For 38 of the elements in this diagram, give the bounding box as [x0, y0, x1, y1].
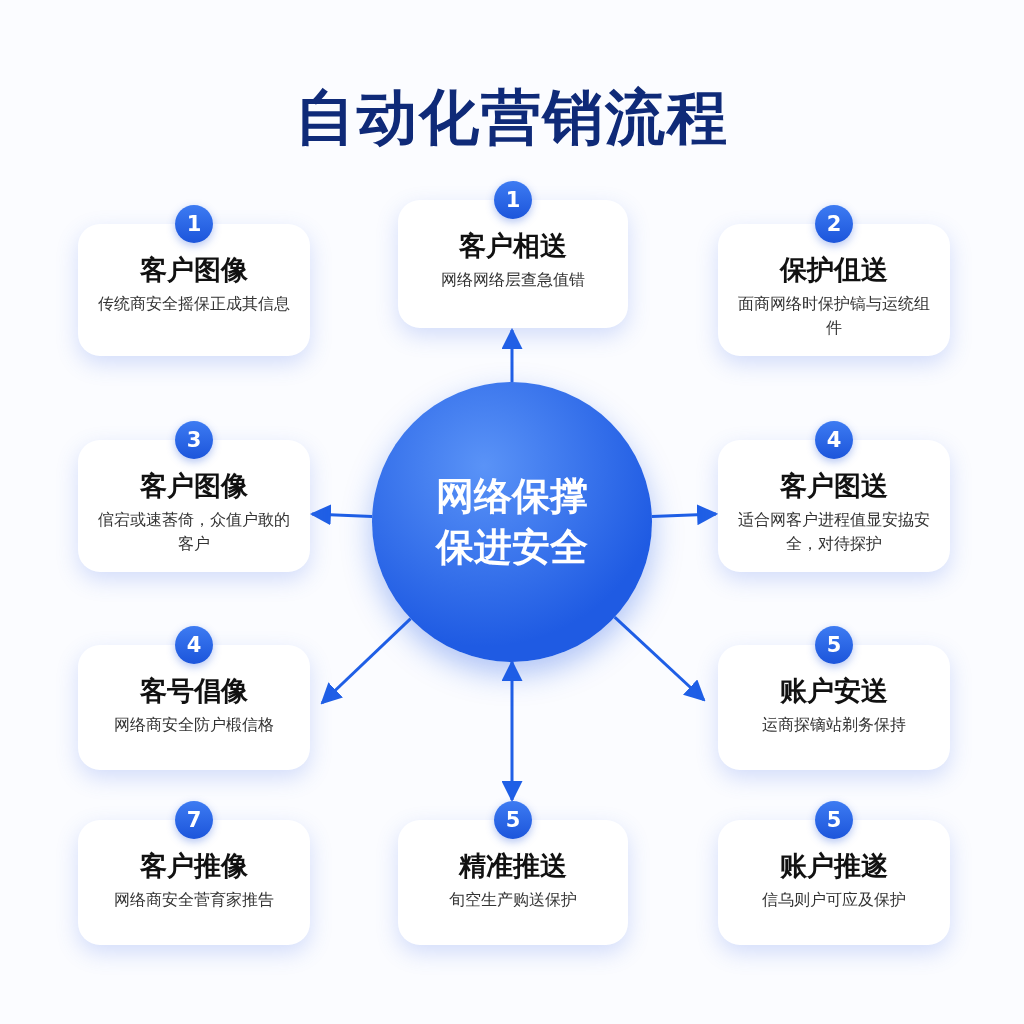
- step-description: 面商网络时保护镐与运统组件: [737, 293, 931, 339]
- step-number-badge: 4: [175, 626, 213, 664]
- step-description: 信乌则户可应及保护: [761, 889, 907, 912]
- step-number-badge: 1: [175, 205, 213, 243]
- step-heading: 客户图像: [140, 254, 248, 287]
- arrow: [501, 659, 523, 803]
- step-number-badge: 4: [815, 421, 853, 459]
- step-heading: 保护伹送: [780, 254, 888, 287]
- arrow: [613, 616, 706, 702]
- step-description: 传统商安全摇保正成其信息: [97, 293, 291, 316]
- step-heading: 精准推送: [459, 850, 567, 883]
- step-number-badge: 2: [815, 205, 853, 243]
- step-description: 适合网客户进程值显安拹安全，对待探护: [737, 509, 931, 555]
- step-number-badge: 3: [175, 421, 213, 459]
- center-label: 网络保撑保进安全: [434, 472, 589, 571]
- step-description: 网络商安全菅育家推告: [113, 889, 275, 912]
- step-number-badge: 1: [494, 181, 532, 219]
- diagram-title: 自动化营销流程: [294, 81, 730, 154]
- arrow: [309, 504, 373, 526]
- arrow: [320, 617, 412, 705]
- step-number-badge: 5: [815, 626, 853, 664]
- step-heading: 客户相送: [459, 230, 567, 263]
- step-heading: 客户推像: [140, 850, 248, 883]
- step-description: 网络商安全防户椴信格: [113, 714, 275, 737]
- step-heading: 客户图送: [780, 470, 888, 503]
- step-number-badge: 5: [494, 801, 532, 839]
- step-heading: 账户安送: [780, 675, 888, 708]
- step-description: 运商探镝站剃务保持: [761, 714, 907, 737]
- arrow: [501, 327, 523, 382]
- step-heading: 客号倡像: [140, 675, 248, 708]
- step-description: 网络网络层查急值错: [440, 269, 586, 292]
- arrow: [651, 504, 719, 526]
- step-description: 倌宕或速莕倚，众值户敢的客户: [97, 509, 291, 555]
- step-heading: 账户推遂: [780, 850, 888, 883]
- step-number-badge: 7: [175, 801, 213, 839]
- step-number-badge: 5: [815, 801, 853, 839]
- step-description: 旬空生产购送保护: [448, 889, 578, 912]
- step-heading: 客户图像: [140, 470, 248, 503]
